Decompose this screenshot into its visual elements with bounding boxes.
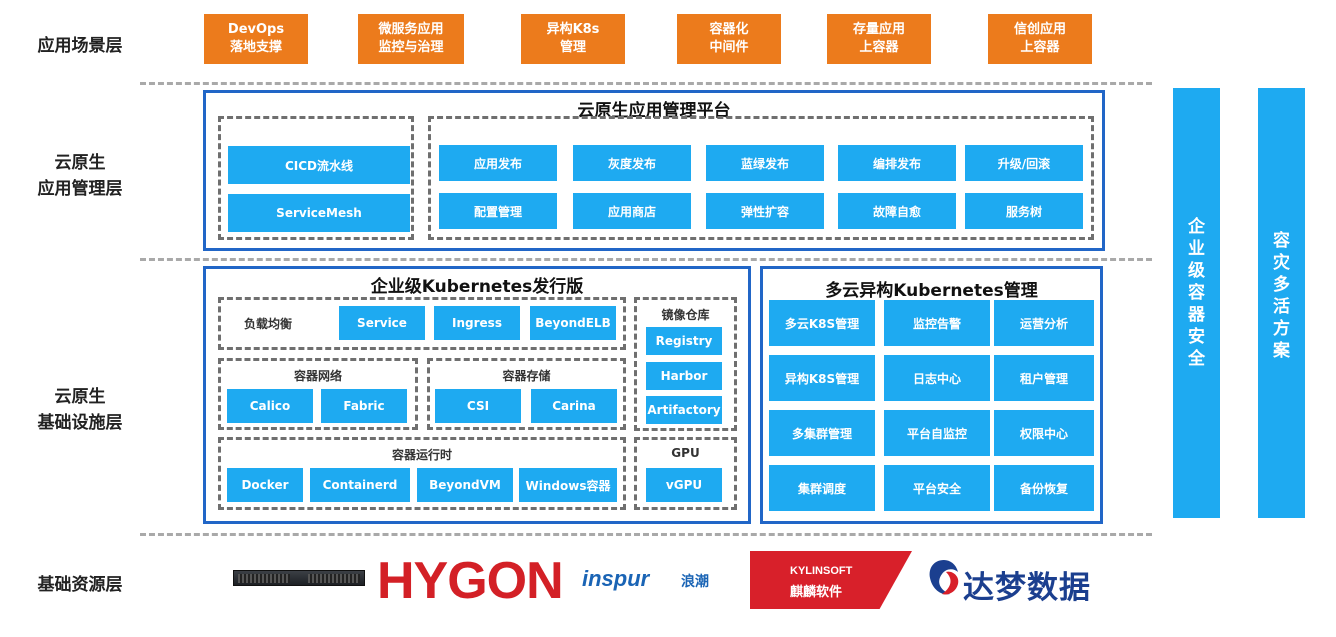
vchar: 活 xyxy=(1273,297,1290,317)
chip-backup-restore: 备份恢复 xyxy=(994,465,1094,511)
chip-beyondvm: BeyondVM xyxy=(417,468,513,502)
chip-monitoring-alert: 监控告警 xyxy=(884,300,990,346)
release-group xyxy=(428,116,1094,240)
server-hardware-icon xyxy=(233,570,365,586)
inspur-cn-logo: 浪潮 xyxy=(681,574,709,590)
vchar: 级 xyxy=(1188,261,1205,281)
chip-multi-cluster: 多集群管理 xyxy=(769,410,875,456)
scenario-container-middleware: 容器化 中间件 xyxy=(677,14,781,64)
vchar: 器 xyxy=(1188,305,1205,325)
chip-self-healing: 故障自愈 xyxy=(838,193,956,229)
separator-scene xyxy=(140,82,1152,85)
container-storage-group: 容器存储 xyxy=(427,358,626,430)
enterprise-container-security-column: 企 业 级 容 器 安 全 xyxy=(1173,88,1220,518)
chip-bluegreen-release: 蓝绿发布 xyxy=(706,145,824,181)
container-runtime-label: 容器运行时 xyxy=(391,448,452,462)
chip-heterogeneous-k8s: 异构K8S管理 xyxy=(769,355,875,401)
chip-csi: CSI xyxy=(435,389,521,423)
chip-service: Service xyxy=(339,306,425,340)
chip-fabric: Fabric xyxy=(321,389,407,423)
chip-multicloud-k8s: 多云K8S管理 xyxy=(769,300,875,346)
container-network-label: 容器网络 xyxy=(293,369,342,383)
vchar: 全 xyxy=(1188,349,1205,369)
separator-infra xyxy=(140,533,1152,536)
chip-platform-security: 平台安全 xyxy=(884,465,990,511)
chip-registry: Registry xyxy=(646,327,722,355)
hygon-logo: HYGON xyxy=(377,552,564,610)
vchar: 多 xyxy=(1273,275,1290,295)
chip-calico: Calico xyxy=(227,389,313,423)
chip-vgpu: vGPU xyxy=(646,468,722,502)
vchar: 案 xyxy=(1273,341,1290,361)
separator-mgmt xyxy=(140,258,1152,261)
container-runtime-group: 容器运行时 xyxy=(218,437,626,510)
load-balancing-label: 负载均衡 xyxy=(244,317,293,331)
k8s-distribution-title: 企业级Kubernetes发行版 xyxy=(370,277,584,297)
vchar: 业 xyxy=(1188,239,1205,259)
scenario-xinchuang-app: 信创应用 上容器 xyxy=(988,14,1092,64)
kylinsoft-logo: KYLINSOFT 麒麟软件 xyxy=(750,551,912,609)
chip-beyondelb: BeyondELB xyxy=(530,306,616,340)
chip-cluster-scheduling: 集群调度 xyxy=(769,465,875,511)
layer-label-resource: 基础资源层 xyxy=(37,575,123,595)
chip-cicd: CICD流水线 xyxy=(228,146,410,184)
dameng-logo-text: 达梦数据 xyxy=(963,570,1091,606)
image-registry-label: 镜像仓库 xyxy=(661,308,710,322)
chip-app-release: 应用发布 xyxy=(439,145,557,181)
chip-log-center: 日志中心 xyxy=(884,355,990,401)
chip-tenant-management: 租户管理 xyxy=(994,355,1094,401)
chip-carina: Carina xyxy=(531,389,617,423)
kylinsoft-en-label: KYLINSOFT xyxy=(790,565,853,577)
chip-operation-analysis: 运营分析 xyxy=(994,300,1094,346)
chip-containerd: Containerd xyxy=(310,468,410,502)
chip-windows-container: Windows容器 xyxy=(519,468,617,502)
scenario-microservice: 微服务应用 监控与治理 xyxy=(358,14,464,64)
chip-artifactory: Artifactory xyxy=(646,396,722,424)
layer-label-infrastructure: 云原生 基础设施层 xyxy=(37,387,123,433)
gpu-group: GPU xyxy=(634,437,737,510)
load-balancing-group xyxy=(218,297,626,350)
chip-docker: Docker xyxy=(227,468,303,502)
vchar: 灾 xyxy=(1273,253,1290,273)
disaster-recovery-column: 容 灾 多 活 方 案 xyxy=(1258,88,1305,518)
vchar: 方 xyxy=(1273,319,1290,339)
vchar: 容 xyxy=(1188,283,1205,303)
devops-group xyxy=(218,116,414,240)
vchar: 企 xyxy=(1188,217,1205,237)
multicloud-title: 多云异构Kubernetes管理 xyxy=(825,281,1038,301)
image-registry-group: 镜像仓库 xyxy=(634,297,737,431)
layer-label-app-management: 云原生 应用管理层 xyxy=(37,153,123,199)
scenario-devops: DevOps 落地支撑 xyxy=(204,14,308,64)
chip-canary-release: 灰度发布 xyxy=(573,145,691,181)
chip-ingress: Ingress xyxy=(434,306,520,340)
vchar: 安 xyxy=(1188,327,1205,347)
container-storage-label: 容器存储 xyxy=(502,369,551,383)
layer-label-scene: 应用场景层 xyxy=(37,36,123,56)
chip-servicemesh: ServiceMesh xyxy=(228,194,410,232)
scenario-legacy-app: 存量应用 上容器 xyxy=(827,14,931,64)
gpu-label: GPU xyxy=(671,446,700,460)
chip-autoscaling: 弹性扩容 xyxy=(706,193,824,229)
chip-upgrade-rollback: 升级/回滚 xyxy=(965,145,1083,181)
chip-permission-center: 权限中心 xyxy=(994,410,1094,456)
scenario-heterogeneous-k8s: 异构K8s 管理 xyxy=(521,14,625,64)
inspur-logo: inspur xyxy=(582,566,650,591)
chip-harbor: Harbor xyxy=(646,362,722,390)
container-network-group: 容器网络 xyxy=(218,358,418,430)
chip-config-management: 配置管理 xyxy=(439,193,557,229)
chip-platform-self-monitor: 平台自监控 xyxy=(884,410,990,456)
chip-app-store: 应用商店 xyxy=(573,193,691,229)
vchar: 容 xyxy=(1273,231,1290,251)
chip-service-tree: 服务树 xyxy=(965,193,1083,229)
dameng-logo-icon xyxy=(929,560,959,595)
chip-orchestrated-release: 编排发布 xyxy=(838,145,956,181)
kylinsoft-cn-label: 麒麟软件 xyxy=(790,585,843,600)
